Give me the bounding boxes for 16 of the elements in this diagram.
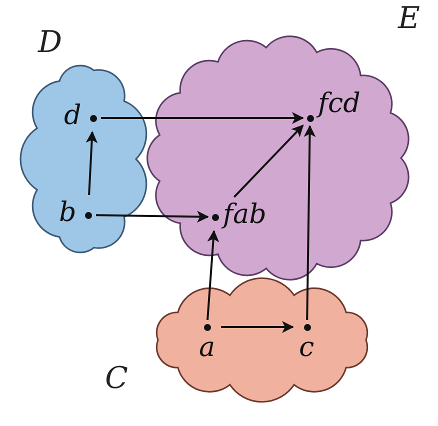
arrow	[101, 112, 304, 124]
point-label: fab	[223, 201, 266, 228]
arrow	[96, 210, 209, 223]
point-label: fcd	[318, 90, 360, 117]
set-label: E	[398, 4, 420, 34]
point-label: d	[64, 102, 82, 129]
arrow	[233, 124, 304, 198]
set-label: C	[105, 364, 128, 394]
arrow	[221, 321, 294, 333]
arrow	[86, 131, 98, 196]
set-label: D	[38, 28, 62, 58]
point-label: a	[199, 334, 216, 361]
arrow	[206, 230, 220, 320]
arrow	[304, 125, 316, 320]
point-label: b	[59, 199, 76, 226]
point-label: c	[299, 334, 314, 361]
